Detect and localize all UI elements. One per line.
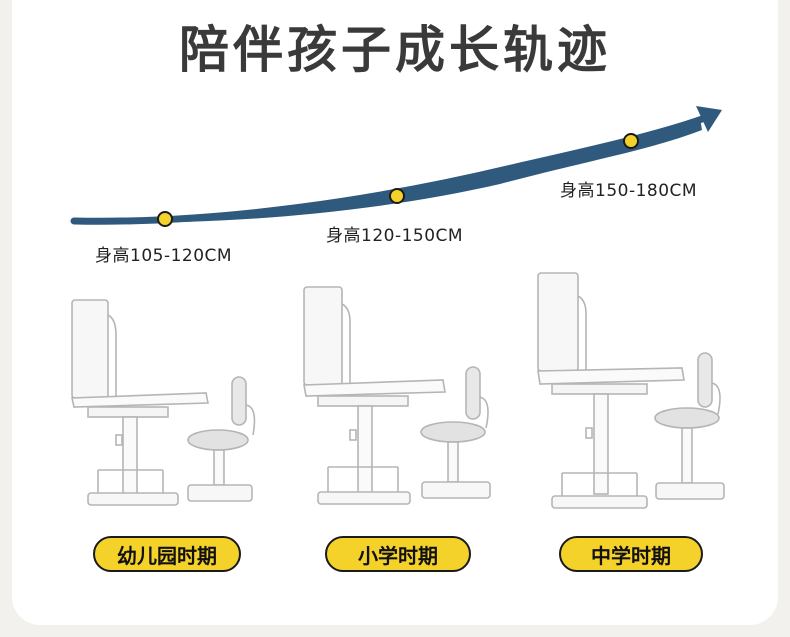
- growth-curve: [70, 106, 722, 227]
- height-label-3: 身高150-180CM: [560, 181, 698, 201]
- content-card: [12, 0, 778, 625]
- stage-badge-primary: 小学时期: [325, 536, 471, 572]
- height-label-1: 身高105-120CM: [95, 246, 233, 266]
- milestone-dot-1: [157, 211, 173, 227]
- growth-arrow-path: [74, 118, 702, 223]
- milestone-dot-3: [623, 133, 639, 149]
- stage-badge-middle-school: 中学时期: [559, 536, 703, 572]
- stage-badge-kindergarten: 幼儿园时期: [93, 536, 241, 572]
- page-title: 陪伴孩子成长轨迹: [179, 21, 611, 79]
- milestone-dot-2: [389, 188, 405, 204]
- height-label-2: 身高120-150CM: [326, 226, 464, 246]
- desk-chair-set-primary: [303, 286, 491, 505]
- desk-chair-set-kindergarten: [71, 299, 256, 506]
- desk-chair-set-middle-school: [537, 272, 725, 509]
- growth-arrow-shaft: [70, 114, 709, 225]
- arrow-head-icon: [696, 106, 722, 132]
